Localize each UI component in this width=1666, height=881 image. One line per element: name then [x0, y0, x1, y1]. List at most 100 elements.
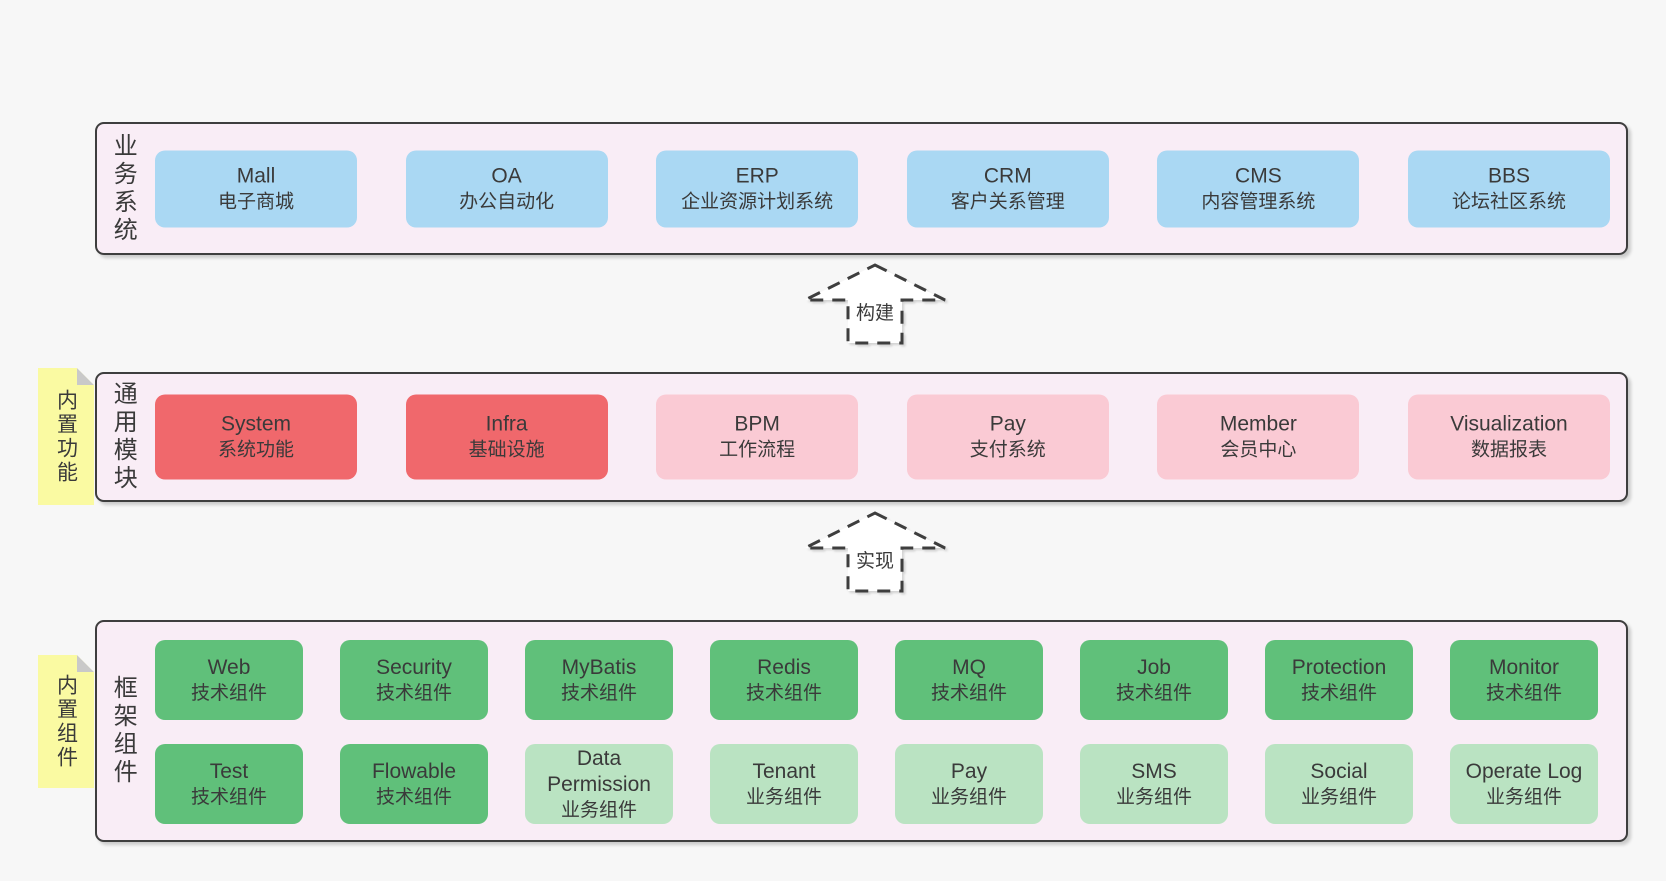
panel-label: 业务系统	[109, 132, 137, 245]
box-subtitle: 基础设施	[468, 439, 545, 461]
box-subtitle: 业务组件	[1485, 786, 1562, 808]
box-title: ERP	[735, 164, 779, 187]
box-subtitle: 业务组件	[560, 799, 637, 821]
box-title: Mall	[236, 164, 276, 187]
box-title: Social	[1310, 759, 1368, 783]
box-title: MyBatis	[561, 655, 637, 679]
box-subtitle: 论坛社区系统	[1451, 191, 1566, 212]
arrow-outline	[804, 263, 946, 345]
box-subtitle: 支付系统	[969, 439, 1046, 461]
box-title: Web	[207, 655, 251, 679]
sticky-note-built-in-components: 内置组件	[38, 655, 94, 788]
box-erp: ERP 企业资源计划系统	[656, 150, 859, 227]
box-title: CMS	[1235, 164, 1282, 187]
build-arrow: 构建	[804, 263, 946, 345]
box-subtitle: 技术组件	[190, 786, 267, 808]
box-pay: Pay 业务组件	[895, 744, 1043, 824]
box-operate-log: Operate Log 业务组件	[1450, 744, 1598, 824]
box-subtitle: 技术组件	[190, 682, 267, 704]
panel-common-modules: 通用模块 System 系统功能 Infra 基础设施 BPM 工作流程 Pay 支付系统 Me…	[95, 372, 1628, 502]
box-subtitle: 技术组件	[930, 682, 1007, 704]
box-social: Social 业务组件	[1265, 744, 1413, 824]
box-security: Security 技术组件	[340, 640, 488, 720]
arrow-outline	[804, 511, 946, 593]
box-data-permission: Data Permission 业务组件	[525, 744, 673, 824]
box-title: Infra	[485, 412, 528, 436]
box-row-common-modules: System 系统功能 Infra 基础设施 BPM 工作流程 Pay 支付系统 Member 会…	[155, 394, 1610, 480]
box-member: Member 会员中心	[1157, 394, 1360, 480]
box-title: Redis	[757, 655, 811, 679]
box-title: CRM	[983, 164, 1032, 187]
box-title: Monitor	[1488, 655, 1560, 679]
box-crm: CRM 客户关系管理	[906, 150, 1109, 227]
box-subtitle: 技术组件	[1300, 682, 1377, 704]
box-title: SMS	[1131, 759, 1177, 783]
box-title: Security	[376, 655, 452, 679]
box-subtitle: 内容管理系统	[1201, 191, 1316, 212]
box-subtitle: 技术组件	[1115, 682, 1192, 704]
arrow-label: 构建	[856, 302, 894, 324]
box-bbs: BBS 论坛社区系统	[1407, 150, 1610, 227]
box-mybatis: MyBatis 技术组件	[525, 640, 673, 720]
box-pay: Pay 支付系统	[906, 394, 1109, 480]
box-title: Pay	[989, 412, 1026, 436]
box-flowable: Flowable 技术组件	[340, 744, 488, 824]
box-subtitle: 技术组件	[560, 682, 637, 704]
box-test: Test 技术组件	[155, 744, 303, 824]
box-title: System	[220, 412, 291, 436]
box-subtitle: 技术组件	[1485, 682, 1562, 704]
box-title: Member	[1219, 412, 1297, 436]
box-subtitle: 技术组件	[375, 682, 452, 704]
panel-label: 框架组件	[109, 675, 137, 787]
sticky-note-built-in-features: 内置功能	[38, 368, 94, 505]
box-subtitle: 办公自动化	[459, 191, 555, 212]
box-oa: OA 办公自动化	[405, 150, 608, 227]
box-title: Operate Log	[1465, 759, 1583, 783]
box-subtitle: 业务组件	[1115, 786, 1192, 808]
box-title: Pay	[950, 759, 988, 783]
box-subtitle: 业务组件	[745, 786, 822, 808]
box-subtitle: 电子商城	[217, 191, 294, 212]
sticky-note-label: 内置组件	[54, 673, 78, 770]
panel-label: 通用模块	[109, 381, 137, 493]
box-infra: Infra 基础设施	[405, 394, 608, 480]
box-subtitle: 企业资源计划系统	[681, 191, 834, 212]
box-title: Test	[209, 759, 249, 783]
box-sms: SMS 业务组件	[1080, 744, 1228, 824]
box-monitor: Monitor 技术组件	[1450, 640, 1598, 720]
box-subtitle: 工作流程	[719, 439, 796, 461]
box-title: OA	[491, 164, 522, 187]
sticky-note-label: 内置功能	[54, 388, 78, 485]
box-title: Job	[1137, 655, 1171, 679]
box-subtitle: 技术组件	[375, 786, 452, 808]
box-mq: MQ 技术组件	[895, 640, 1043, 720]
box-title: MQ	[952, 655, 986, 679]
panel-framework-components: 框架组件 Web 技术组件 Security 技术组件 MyBatis 技术组件 Redis…	[95, 620, 1628, 842]
box-title: Data Permission	[547, 746, 651, 796]
box-title: Flowable	[371, 759, 457, 783]
box-subtitle: 业务组件	[930, 786, 1007, 808]
box-title: Visualization	[1450, 412, 1568, 436]
box-subtitle: 会员中心	[1220, 439, 1297, 461]
panel-business-systems: 业务系统 Mall 电子商城 OA 办公自动化 ERP 企业资源计划系统 CRM 客户关系管理…	[95, 122, 1628, 255]
box-subtitle: 客户关系管理	[950, 191, 1065, 212]
implement-arrow: 实现	[804, 511, 946, 593]
box-cms: CMS 内容管理系统	[1157, 150, 1360, 227]
box-subtitle: 系统功能	[217, 439, 294, 461]
box-mall: Mall 电子商城	[155, 150, 357, 227]
box-title: Tenant	[752, 759, 816, 783]
box-web: Web 技术组件	[155, 640, 303, 720]
box-subtitle: 业务组件	[1300, 786, 1377, 808]
box-bpm: BPM 工作流程	[656, 394, 859, 480]
box-title: BBS	[1487, 164, 1530, 187]
box-title: BPM	[734, 412, 780, 436]
arrow-label: 实现	[856, 550, 894, 572]
box-tenant: Tenant 业务组件	[710, 744, 858, 824]
